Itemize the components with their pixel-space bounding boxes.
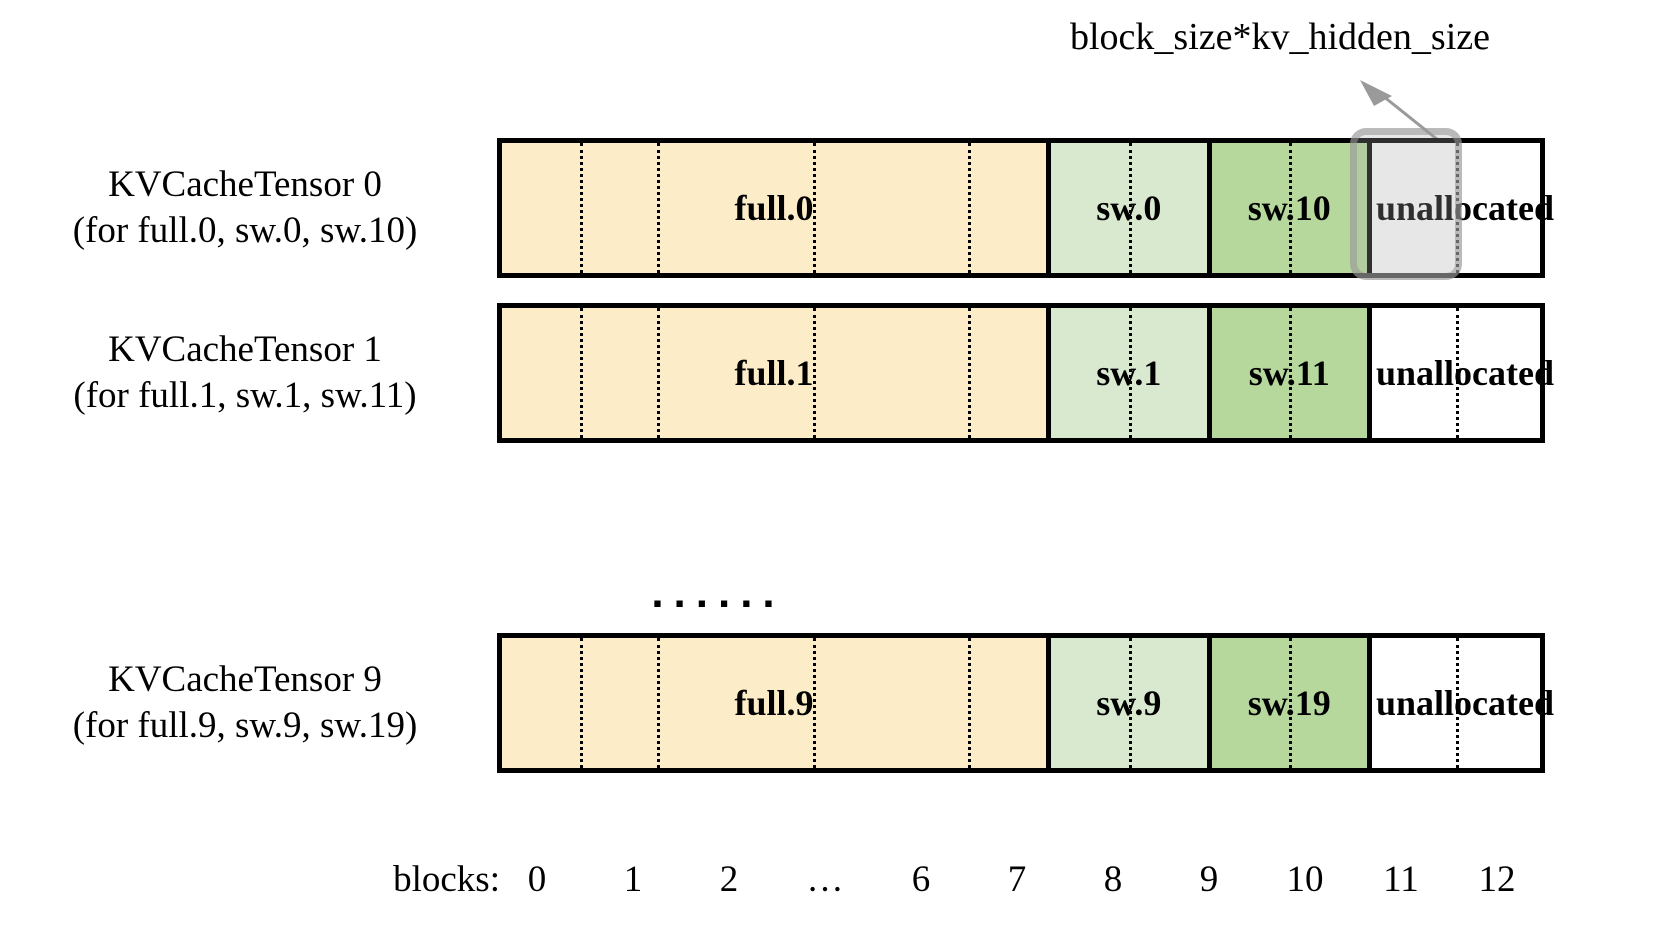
row-label: KVCacheTensor 0 (for full.0, sw.0, sw.10… — [10, 162, 480, 254]
row-title: KVCacheTensor 9 — [108, 659, 382, 700]
axis-tick: 6 — [911, 859, 931, 900]
segment-label: full.0 — [734, 188, 814, 228]
axis-tick: 12 — [1478, 859, 1516, 900]
segment-sw-light[interactable]: sw.9 — [1046, 638, 1207, 768]
blocks-axis: blocks: 0 1 2 … 6 7 8 9 10 11 12 — [0, 856, 1676, 916]
segment-label: sw.19 — [1247, 683, 1331, 723]
tensor-row: KVCacheTensor 9 (for full.9, sw.9, sw.19… — [0, 633, 1676, 773]
segment-full[interactable]: full.0 — [502, 143, 1047, 273]
blocks-axis-title: blocks: — [393, 859, 500, 900]
tensor-row: KVCacheTensor 1 (for full.1, sw.1, sw.11… — [0, 303, 1676, 443]
kv-cache-tensor-bar: full.9 sw.9 sw.19 unallocated — [497, 633, 1555, 773]
segment-sw-dark[interactable]: sw.10 — [1206, 143, 1367, 273]
segment-unallocated[interactable]: unallocated — [1367, 308, 1555, 438]
row-subtitle: (for full.1, sw.1, sw.11) — [73, 375, 417, 416]
row-title: KVCacheTensor 1 — [108, 329, 382, 370]
segment-full[interactable]: full.1 — [502, 308, 1047, 438]
segment-label: unallocated — [1376, 683, 1555, 723]
axis-tick: 7 — [1007, 859, 1027, 900]
axis-tick: 8 — [1103, 859, 1123, 900]
segment-label: sw.1 — [1096, 353, 1162, 393]
row-subtitle: (for full.9, sw.9, sw.19) — [72, 705, 418, 746]
segment-label: sw.10 — [1247, 188, 1331, 228]
row-gap-ellipsis: ...... — [651, 568, 785, 617]
axis-tick: 1 — [623, 859, 643, 900]
segment-unallocated[interactable]: unallocated — [1367, 143, 1555, 273]
axis-tick: 10 — [1286, 859, 1324, 900]
segment-label: sw.11 — [1248, 353, 1330, 393]
axis-tick: 9 — [1199, 859, 1219, 900]
segment-sw-light[interactable]: sw.1 — [1046, 308, 1207, 438]
segment-sw-dark[interactable]: sw.19 — [1206, 638, 1367, 768]
segment-sw-light[interactable]: sw.0 — [1046, 143, 1207, 273]
segment-sw-dark[interactable]: sw.11 — [1206, 308, 1367, 438]
block-highlight-callout — [1350, 128, 1462, 280]
row-title: KVCacheTensor 0 — [108, 164, 382, 205]
axis-tick: 0 — [527, 859, 547, 900]
axis-tick: 11 — [1383, 859, 1419, 900]
segment-unallocated[interactable]: unallocated — [1367, 638, 1555, 768]
annotation-label: block_size*kv_hidden_size — [1069, 16, 1490, 58]
segment-full[interactable]: full.9 — [502, 638, 1047, 768]
axis-tick: … — [806, 859, 844, 900]
kv-cache-tensor-bar: full.0 sw.0 sw.10 unallocated — [497, 138, 1555, 278]
segment-label: sw.9 — [1096, 683, 1162, 723]
segment-label: full.1 — [734, 353, 814, 393]
segment-label: full.9 — [734, 683, 814, 723]
segment-label: unallocated — [1376, 188, 1555, 228]
row-subtitle: (for full.0, sw.0, sw.10) — [72, 210, 418, 251]
axis-tick: 2 — [719, 859, 739, 900]
segment-label: unallocated — [1376, 353, 1555, 393]
tensor-row: KVCacheTensor 0 (for full.0, sw.0, sw.10… — [0, 138, 1676, 278]
row-label: KVCacheTensor 1 (for full.1, sw.1, sw.11… — [10, 327, 480, 419]
kv-cache-tensor-bar: full.1 sw.1 sw.11 unallocated — [497, 303, 1555, 443]
row-label: KVCacheTensor 9 (for full.9, sw.9, sw.19… — [10, 657, 480, 749]
segment-label: sw.0 — [1096, 188, 1162, 228]
